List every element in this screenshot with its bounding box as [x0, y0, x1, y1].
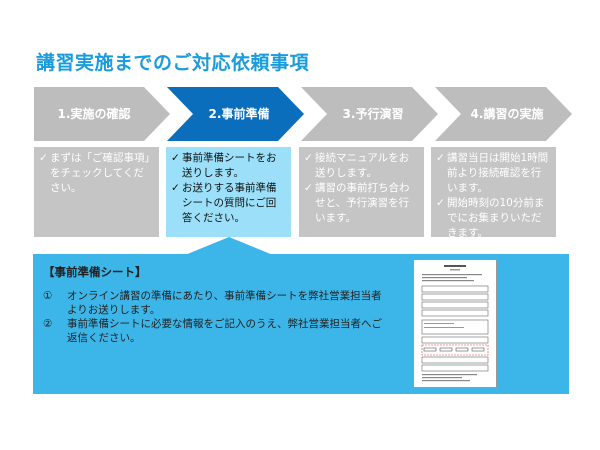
process-arrows-graphic — [34, 87, 572, 141]
checklist-item: ✓ 講習当日は開始1時間前より接続確認を行います。 — [436, 151, 550, 196]
step-3-details: ✓ 接続マニュアルをお送りします。 ✓ 講習の事前打ち合わせと、予行演習を行いま… — [299, 147, 424, 237]
checklist-text: 事前準備シートをお送りします。 — [182, 152, 277, 179]
check-icon: ✓ — [171, 182, 180, 194]
step-arrow-1 — [34, 87, 170, 141]
callout-pointer — [185, 237, 273, 255]
list-text: 事前準備シートに必要な情報をご記入のうえ、弊社営業担当者へご返信ください。 — [67, 318, 382, 344]
panel-heading: 【事前準備シート】 — [43, 265, 147, 279]
panel-list-item: ① オンライン講習の準備にあたり、事前準備シートを弊社営業担当者よりお送りします… — [43, 289, 388, 317]
checklist-item: ✓ 講習の事前打ち合わせと、予行演習を行います。 — [304, 181, 418, 226]
checklist-text: まずは「ご確認事項」をチェックしてください。 — [50, 152, 150, 194]
list-text: オンライン講習の準備にあたり、事前準備シートを弊社営業担当者よりお送りします。 — [67, 290, 382, 316]
step-4-details: ✓ 講習当日は開始1時間前より接続確認を行います。 ✓ 開始時刻の10分前までに… — [431, 147, 556, 239]
checklist-text: 講習当日は開始1時間前より接続確認を行います。 — [447, 152, 549, 194]
step-arrow-2 — [167, 87, 304, 141]
process-steps: 1.実施の確認 2.事前準備 3.予行演習 4.講習の実施 — [34, 87, 572, 141]
check-icon: ✓ — [436, 197, 445, 209]
check-icon: ✓ — [436, 152, 445, 164]
step-3-label: 3.予行演習 — [342, 107, 404, 121]
check-icon: ✓ — [39, 152, 48, 164]
step-arrow-4 — [435, 87, 572, 141]
panel-list-item: ② 事前準備シートに必要な情報をご記入のうえ、弊社営業担当者へご返信ください。 — [43, 317, 388, 345]
checklist-text: 開始時刻の10分前までにお集まりいただきます。 — [447, 197, 545, 239]
step-arrow-3 — [301, 87, 438, 141]
step-4-label: 4.講習の実施 — [470, 107, 544, 121]
step-1-label: 1.実施の確認 — [57, 107, 131, 121]
list-number: ① — [43, 290, 53, 302]
check-icon: ✓ — [304, 182, 313, 194]
list-number: ② — [43, 318, 53, 330]
panel-list: ① オンライン講習の準備にあたり、事前準備シートを弊社営業担当者よりお送りします… — [43, 289, 388, 345]
checklist-item: ✓ 事前準備シートをお送りします。 — [171, 151, 285, 181]
page-title: 講習実施までのご対応依頼事項 — [36, 52, 310, 74]
check-icon: ✓ — [171, 152, 180, 164]
document-form-graphic — [421, 265, 489, 382]
checklist-text: お送りする事前準備シートの質問にご回答ください。 — [182, 182, 277, 224]
checklist-item: ✓ まずは「ご確認事項」をチェックしてください。 — [39, 151, 153, 196]
step-1-details: ✓ まずは「ご確認事項」をチェックしてください。 — [34, 147, 159, 237]
check-icon: ✓ — [304, 152, 313, 164]
checklist-item: ✓ 開始時刻の10分前までにお集まりいただきます。 — [436, 196, 550, 241]
checklist-text: 接続マニュアルをお送りします。 — [315, 152, 410, 179]
checklist-item: ✓ お送りする事前準備シートの質問にご回答ください。 — [171, 181, 285, 226]
document-thumbnail-icon — [413, 259, 497, 388]
step-2-label: 2.事前準備 — [208, 107, 270, 121]
checklist-text: 講習の事前打ち合わせと、予行演習を行います。 — [315, 182, 410, 224]
checklist-item: ✓ 接続マニュアルをお送りします。 — [304, 151, 418, 181]
step-2-details: ✓ 事前準備シートをお送りします。 ✓ お送りする事前準備シートの質問にご回答く… — [166, 147, 291, 237]
